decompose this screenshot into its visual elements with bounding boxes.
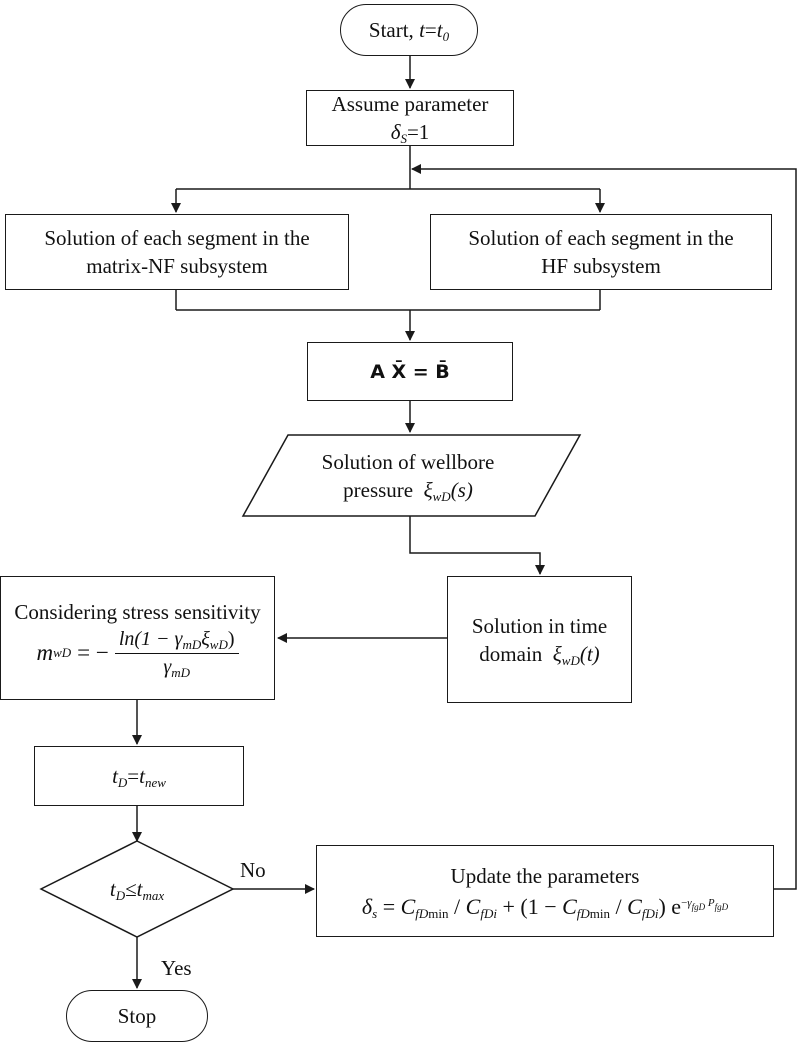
edge-wellbore-timedomain	[409, 516, 545, 575]
stress-num-end: )	[227, 627, 235, 650]
update-params-formula: δs = CfDmin / CfDi + (1 − CfDmin / CfDi)…	[361, 894, 729, 921]
stop-node: Stop	[66, 990, 208, 1042]
start-var: t	[419, 18, 425, 42]
assume-sub: S	[400, 131, 407, 146]
stress-lhs: m	[36, 640, 54, 665]
stress-den: γ	[163, 655, 172, 678]
stress-num-mid: ξ	[201, 627, 210, 650]
update-time-var: t	[112, 764, 118, 788]
time-domain-var: ξ	[552, 641, 562, 666]
start-label: Start,	[368, 18, 420, 42]
update-params-title: Update the parameters	[450, 864, 640, 888]
hf-line1: Solution of each segment in the	[468, 226, 734, 250]
stress-formula: m wD = − ln(1 − γmDξwD) γmD	[36, 627, 239, 680]
matrix-line2: matrix-NF subsystem	[86, 254, 268, 278]
decision-var2: t	[136, 877, 143, 901]
wellbore-sub: wD	[432, 489, 451, 504]
time-domain-line2: domain	[479, 641, 543, 666]
stress-num-sub1: mD	[182, 636, 202, 652]
hf-segment-node: Solution of each segment in the HF subsy…	[430, 214, 772, 290]
update-time-node: tD=tnew	[34, 746, 244, 806]
wellbore-line1: Solution of wellbore	[321, 450, 495, 474]
update-parameters-node: Update the parameters δs = CfDmin / CfDi…	[316, 845, 774, 937]
wellbore-node: Solution of wellbore pressure ξwD(s)	[258, 437, 558, 515]
stop-label: Stop	[117, 1004, 157, 1028]
start-subvar: t	[436, 18, 443, 42]
stress-num-sub2: wD	[209, 636, 228, 652]
update-time-sub2: new	[144, 775, 166, 790]
assume-value: =1	[406, 120, 430, 144]
update-time-sub: D	[117, 775, 128, 790]
decision-sub2: max	[142, 888, 165, 903]
stress-den-sub: mD	[171, 664, 191, 680]
decision-var: t	[109, 877, 116, 901]
decision-diamond	[39, 840, 235, 938]
wellbore-line2: pressure	[343, 478, 414, 502]
stress-sensitivity-node: Considering stress sensitivity m wD = − l…	[0, 576, 275, 700]
decision-node: tD≤tmax	[81, 872, 193, 906]
edge-label-no: No	[240, 858, 266, 882]
update-time-var2: t	[139, 764, 145, 788]
assume-line1: Assume parameter	[331, 92, 489, 116]
edge-feedback-loop	[411, 164, 797, 890]
stress-eq: = −	[77, 640, 109, 665]
time-domain-line1: Solution in time	[471, 613, 608, 638]
matrix-line1: Solution of each segment in the	[44, 226, 310, 250]
wellbore-var: ξ	[423, 478, 433, 502]
wellbore-parallelogram	[241, 434, 582, 517]
decision-op: ≤	[125, 877, 137, 901]
hf-line2: HF subsystem	[541, 254, 661, 278]
assume-var: δ	[390, 120, 401, 144]
linear-system-node: A X̄ = B̄	[307, 342, 513, 401]
stress-fraction: ln(1 − γmDξwD) γmD	[114, 627, 239, 680]
time-domain-node: Solution in time domain ξwD(t)	[447, 576, 632, 703]
matrix-segment-node: Solution of each segment in the matrix-N…	[5, 214, 349, 290]
assume-parameter-node: Assume parameter δS=1	[306, 90, 514, 146]
stress-num: ln(1 − γ	[118, 627, 183, 650]
time-domain-sub: wD	[561, 652, 580, 668]
start-node: Start, t=t0	[340, 4, 478, 56]
time-domain-arg: (t)	[579, 641, 600, 666]
start-eq: =	[424, 18, 437, 42]
edge-label-yes: Yes	[161, 956, 192, 980]
start-sub: 0	[442, 29, 450, 44]
linear-system-text: A X̄ = B̄	[370, 360, 450, 383]
wellbore-arg: (s)	[450, 478, 473, 502]
decision-sub: D	[115, 888, 126, 903]
update-time-eq: =	[127, 764, 140, 788]
stress-title: Considering stress sensitivity	[14, 599, 261, 624]
